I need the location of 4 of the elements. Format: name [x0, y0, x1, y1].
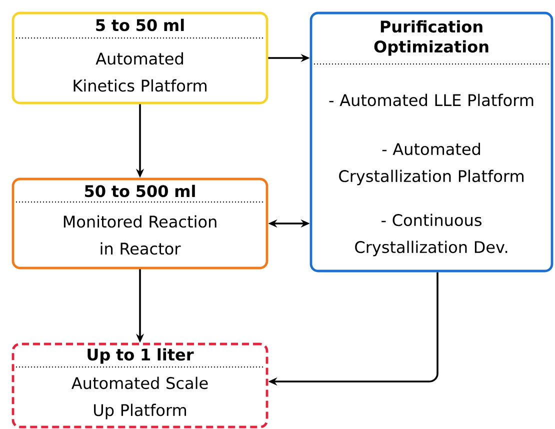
process-box: 50 to 500 ml Monitored Reaction in Reactor: [12, 178, 268, 270]
process-box: 5 to 50 ml Automated Kinetics Platform: [12, 12, 268, 104]
process-box: Purification Optimization - Automated LLE Platform - Automated Crystallization Platform - Continuous Crystallization Dev.: [310, 12, 554, 272]
process-box: Up to 1 liter Automated Scale Up Platform: [12, 342, 268, 428]
